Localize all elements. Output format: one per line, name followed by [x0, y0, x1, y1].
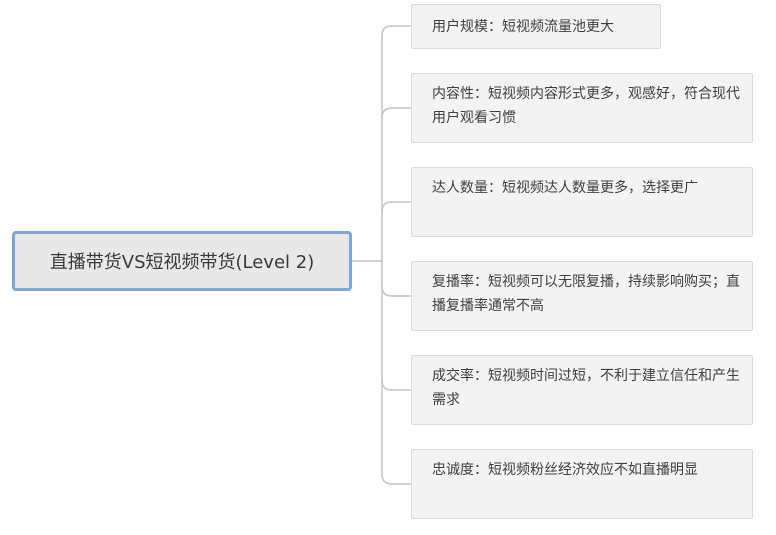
connector-branch-6	[381, 473, 411, 485]
child-node-label: 用户规模：短视频流量池更大	[432, 19, 614, 35]
root-node[interactable]: 直播带货VS短视频带货(Level 2)	[12, 231, 352, 291]
root-node-label: 直播带货VS短视频带货(Level 2)	[49, 252, 315, 273]
child-node-user-scale[interactable]: 用户规模：短视频流量池更大	[411, 4, 661, 49]
child-node-creator-count[interactable]: 达人数量：短视频达人数量更多，选择更广	[411, 167, 753, 237]
child-node-label: 忠诚度：短视频粉丝经济效应不如直播明显	[432, 462, 698, 478]
child-node-label: 成交率：短视频时间过短，不利于建立信任和产生需求	[432, 368, 740, 408]
connector-branch-2	[381, 107, 411, 119]
connector-branch-1	[381, 25, 411, 37]
connector-branch-3	[381, 201, 411, 213]
child-node-content[interactable]: 内容性：短视频内容形式更多，观感好，符合现代用户观看习惯	[411, 73, 753, 143]
connector-branch-4	[381, 285, 411, 297]
child-node-conversion-rate[interactable]: 成交率：短视频时间过短，不利于建立信任和产生需求	[411, 355, 753, 425]
child-node-replay-rate[interactable]: 复播率：短视频可以无限复播，持续影响购买；直播复播率通常不高	[411, 261, 753, 331]
child-node-label: 复播率：短视频可以无限复播，持续影响购买；直播复播率通常不高	[432, 274, 740, 314]
connector-branch-5	[381, 379, 411, 391]
child-node-label: 达人数量：短视频达人数量更多，选择更广	[432, 180, 698, 196]
child-node-loyalty[interactable]: 忠诚度：短视频粉丝经济效应不如直播明显	[411, 449, 753, 519]
child-node-label: 内容性：短视频内容形式更多，观感好，符合现代用户观看习惯	[432, 86, 740, 126]
